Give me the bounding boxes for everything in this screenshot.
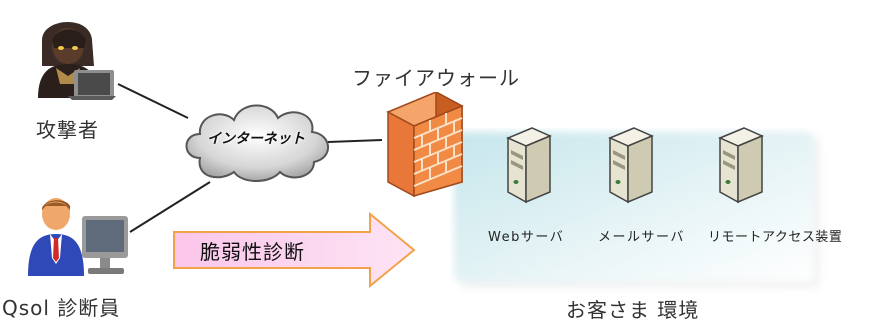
attacker-label: 攻撃者 xyxy=(36,118,99,142)
internet-firewall-line xyxy=(327,139,383,143)
server-icon xyxy=(608,127,654,204)
internet-label: インターネット xyxy=(207,131,305,147)
cloud-icon xyxy=(185,104,329,182)
analyst-label: Qsol 診断員 xyxy=(2,296,121,320)
arrow-label: 脆弱性診断 xyxy=(200,240,305,264)
brick-wall-icon xyxy=(386,92,464,198)
web-server-label: Webサーバ xyxy=(488,230,565,245)
hacker-icon xyxy=(38,21,116,100)
customer-environment-label: お客さま 環境 xyxy=(566,298,700,322)
right-arrow-icon xyxy=(173,211,416,289)
firewall-label: ファイアウォール xyxy=(352,66,520,90)
mail-server-label: メールサーバ xyxy=(598,230,685,245)
server-icon xyxy=(718,127,764,204)
server-icon xyxy=(506,127,552,204)
user-at-computer-icon xyxy=(28,198,128,276)
analyst-link-line xyxy=(129,181,211,233)
remote-access-device-label: リモートアクセス装置 xyxy=(708,230,843,245)
attacker-link-line xyxy=(117,83,189,119)
